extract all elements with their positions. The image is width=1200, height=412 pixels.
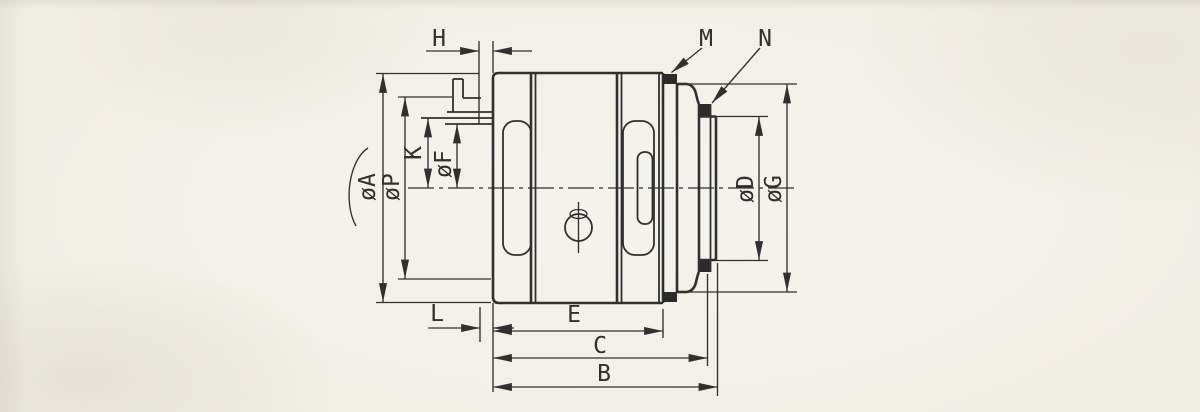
dimension-dia-a: øA <box>348 72 491 304</box>
dimension-l: L <box>428 301 514 333</box>
dimension-dia-p: øP <box>379 96 491 280</box>
dimension-dia-g: øG <box>690 83 797 293</box>
dim-label-dia-f: øF <box>431 150 457 178</box>
callout-m: M <box>671 26 713 74</box>
dim-label-e: E <box>567 302 581 328</box>
dim-label-n: N <box>758 26 772 52</box>
dim-label-dia-a: øA <box>355 173 381 201</box>
length-extension-lines <box>479 263 719 396</box>
dimension-e: E <box>493 302 663 336</box>
pump-body-outline <box>491 71 665 305</box>
drain-plug <box>564 202 593 253</box>
callout-n: N <box>711 26 772 104</box>
dim-label-k: K <box>401 146 427 160</box>
seal-m-bottom <box>663 292 677 302</box>
dim-label-m: M <box>699 26 713 52</box>
dim-label-dia-d: øD <box>733 175 759 203</box>
dim-label-dia-g: øG <box>761 175 787 203</box>
dim-label-b: B <box>597 361 611 387</box>
dimension-k: K <box>401 118 433 188</box>
dimension-dia-f: øF <box>431 124 462 188</box>
shaft-stub <box>421 41 494 125</box>
seal-n-bottom <box>700 260 710 272</box>
mounting-pilot-section <box>699 104 718 272</box>
dimension-c: C <box>493 333 708 363</box>
dimension-b: B <box>493 361 718 392</box>
dim-label-c: C <box>593 333 607 359</box>
dim-label-h: H <box>432 26 446 52</box>
dim-label-dia-p: øP <box>379 173 405 201</box>
front-flange-section <box>502 73 537 303</box>
rear-cover-section <box>663 74 701 302</box>
rear-plate-section <box>615 73 655 303</box>
dim-label-l: L <box>430 301 444 327</box>
dimension-dia-d: øD <box>716 115 768 262</box>
seal-m-top <box>663 74 677 84</box>
dimension-h: H <box>426 26 532 56</box>
seal-n-top <box>700 104 710 116</box>
